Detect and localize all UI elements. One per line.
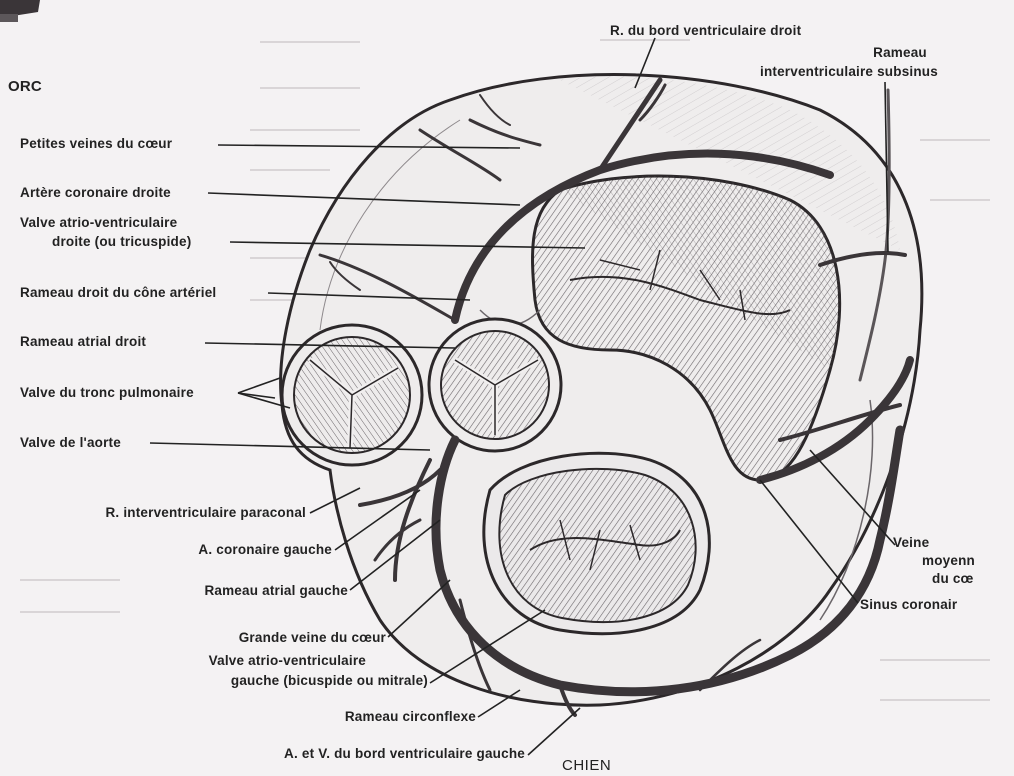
label-moyenne: moyenn [922, 552, 975, 569]
label-a-coronaire-gauche: A. coronaire gauche [100, 541, 332, 558]
label-interventriculaire-subsinus: interventriculaire subsinus [760, 63, 938, 80]
page-fragment-text: ORC [8, 78, 42, 95]
label-valve-av-droite-1: Valve atrio-ventriculaire [20, 214, 177, 231]
figure-caption: CHIEN [562, 757, 611, 774]
label-valve-tronc-pulmonaire: Valve du tronc pulmonaire [20, 384, 194, 401]
label-valve-av-gauche-1: Valve atrio-ventriculaire [120, 652, 366, 669]
label-valve-av-gauche-2: gauche (bicuspide ou mitrale) [150, 672, 428, 689]
label-rameau-atrial-gauche: Rameau atrial gauche [100, 582, 348, 599]
mitral-orifice [484, 453, 710, 633]
label-rameau: Rameau [840, 44, 960, 61]
label-veine: Veine [893, 534, 929, 551]
label-rameau-circonflexe: Rameau circonflexe [200, 708, 476, 725]
label-grande-veine: Grande veine du cœur [150, 629, 386, 646]
label-r-interventriculaire-paraconal: R. interventriculaire paraconal [40, 504, 306, 521]
label-petites-veines: Petites veines du cœur [20, 135, 172, 152]
label-valve-av-droite-2: droite (ou tricuspide) [52, 233, 191, 250]
label-rameau-atrial-droit: Rameau atrial droit [20, 333, 146, 350]
label-sinus-coronaire: Sinus coronair [860, 596, 957, 613]
label-du-coeur: du cœ [932, 570, 974, 587]
corner-mark [0, 0, 40, 22]
label-rameau-droit-cone: Rameau droit du cône artériel [20, 284, 216, 301]
label-a-v-bord-ventriculaire-gauche: A. et V. du bord ventriculaire gauche [150, 745, 525, 762]
aortic-valve [429, 319, 561, 451]
label-valve-aorte: Valve de l'aorte [20, 434, 121, 451]
label-r-bord-ventriculaire-droit: R. du bord ventriculaire droit [610, 22, 801, 39]
label-artere-coronaire-droite: Artère coronaire droite [20, 184, 171, 201]
